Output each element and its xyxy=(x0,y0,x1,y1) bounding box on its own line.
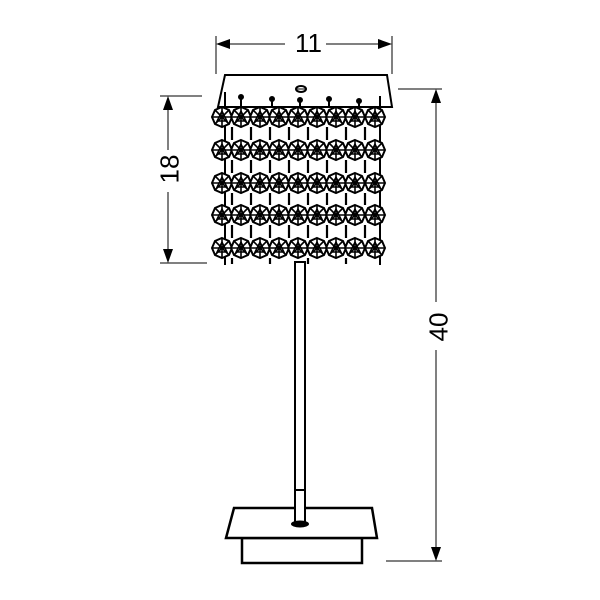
lamp-stem xyxy=(294,261,306,525)
bead-row-2 xyxy=(211,139,386,161)
total-height-dimension xyxy=(386,88,442,562)
width-dimension xyxy=(215,36,393,74)
bead-row-3 xyxy=(211,172,386,194)
shade-height-dimension xyxy=(160,95,207,264)
total-height-label: 40 xyxy=(423,308,453,346)
bead-row-5 xyxy=(211,237,386,259)
lamp-base xyxy=(224,489,379,565)
crystal-shade xyxy=(211,106,386,264)
shade-width-label: 11 xyxy=(291,30,326,56)
bead-row-4 xyxy=(211,204,386,226)
shade-cap xyxy=(216,74,394,108)
bead-row-1 xyxy=(211,106,386,128)
shade-height-label: 18 xyxy=(154,150,184,188)
